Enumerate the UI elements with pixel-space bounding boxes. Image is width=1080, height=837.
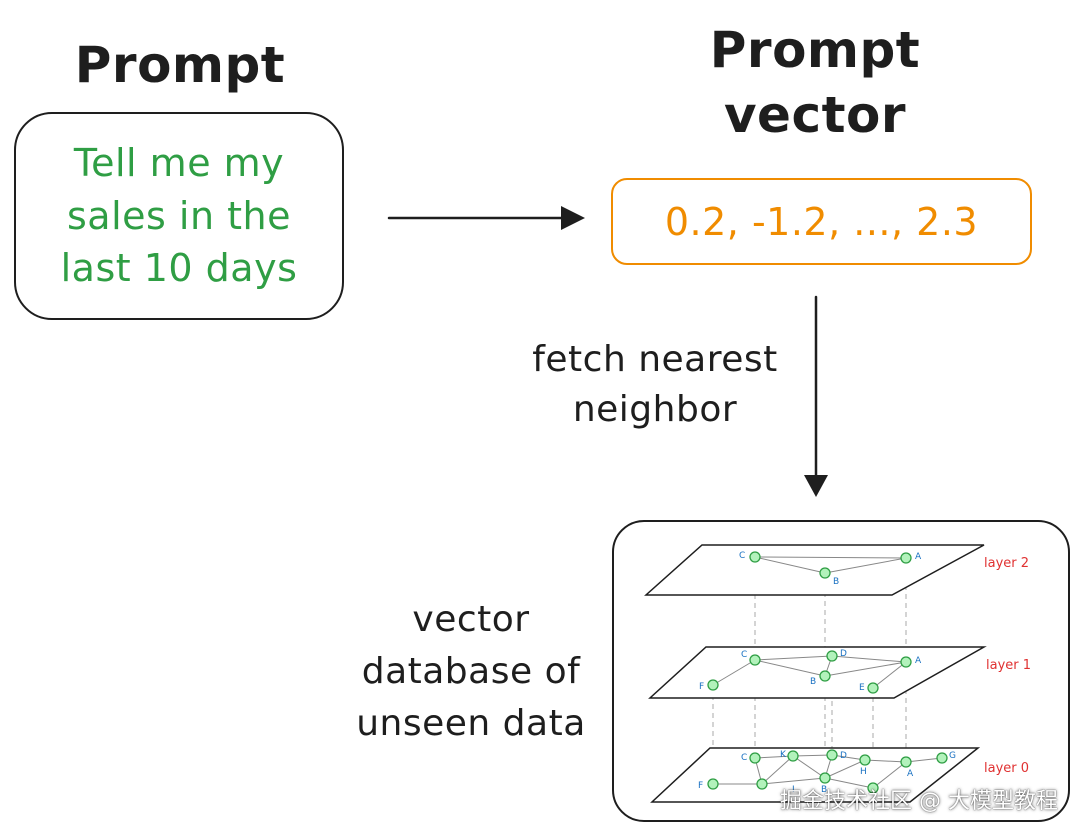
node-label: H — [860, 767, 867, 777]
node-label: I — [792, 785, 795, 795]
database-label-line: vector — [412, 599, 530, 640]
fetch-nearest-neighbor-label: fetch nearest neighbor — [500, 335, 810, 436]
prompt-text-line: last 10 days — [60, 246, 298, 291]
node-label: C — [739, 551, 745, 561]
node-label: B — [833, 577, 839, 587]
node-label: A — [907, 769, 914, 779]
prompt-text-line: sales in the — [67, 193, 291, 238]
prompt-vector-value: 0.2, -1.2, ..., 2.3 — [664, 199, 979, 244]
node-label: C — [741, 753, 747, 763]
vector-to-database-arrow — [804, 295, 828, 497]
prompt-heading-text: Prompt — [74, 36, 286, 94]
node-label: F — [698, 781, 703, 791]
node-label: B — [810, 677, 816, 687]
layer-0-label: layer 0 — [984, 761, 1029, 776]
node-label: G — [949, 751, 956, 761]
node-label: A — [915, 656, 922, 666]
layer-1-plane — [648, 646, 987, 699]
node-label: D — [840, 751, 847, 761]
edge-label-line: fetch nearest — [532, 339, 778, 380]
layer-2-label: layer 2 — [984, 556, 1029, 571]
node-label: K — [780, 750, 787, 760]
prompt-text-line: Tell me my — [73, 141, 285, 186]
node-label: D — [840, 649, 847, 659]
node-label: F — [699, 682, 704, 692]
prompt-vector-heading-line: Prompt — [709, 21, 921, 79]
database-label-line: unseen data — [356, 703, 586, 745]
prompt-vector-heading-line: vector — [723, 86, 907, 144]
prompt-text: Tell me my sales in the last 10 days — [51, 137, 308, 294]
prompt-to-vector-arrow — [387, 206, 585, 230]
layer-2: C A B layer 2 — [644, 544, 1029, 596]
vector-database-frame: C A B layer 2 — [612, 520, 1070, 822]
hnsw-graph: C A B layer 2 — [644, 544, 1031, 803]
node-label: B — [821, 785, 827, 795]
layer-1-label: layer 1 — [986, 658, 1031, 673]
node-label: A — [915, 552, 922, 562]
prompt-vector-heading: Prompt vector — [660, 18, 970, 148]
vector-database-label: vector database of unseen data — [326, 594, 616, 751]
node-label: E — [859, 683, 865, 693]
layer-1: C D A F B E layer 1 — [648, 646, 1031, 699]
prompt-heading: Prompt — [30, 34, 330, 97]
edge-label-line: neighbor — [572, 389, 738, 431]
database-label-line: database of — [361, 651, 581, 693]
node-label: C — [741, 650, 747, 660]
prompt-box: Tell me my sales in the last 10 days — [14, 112, 344, 320]
layer-2-plane — [644, 544, 985, 596]
prompt-vector-box: 0.2, -1.2, ..., 2.3 — [611, 178, 1032, 265]
layer-0: C K D H A G F I B layer 0 — [650, 747, 1029, 803]
watermark: 掘金技术社区 @ 大模型教程 — [780, 789, 1058, 814]
